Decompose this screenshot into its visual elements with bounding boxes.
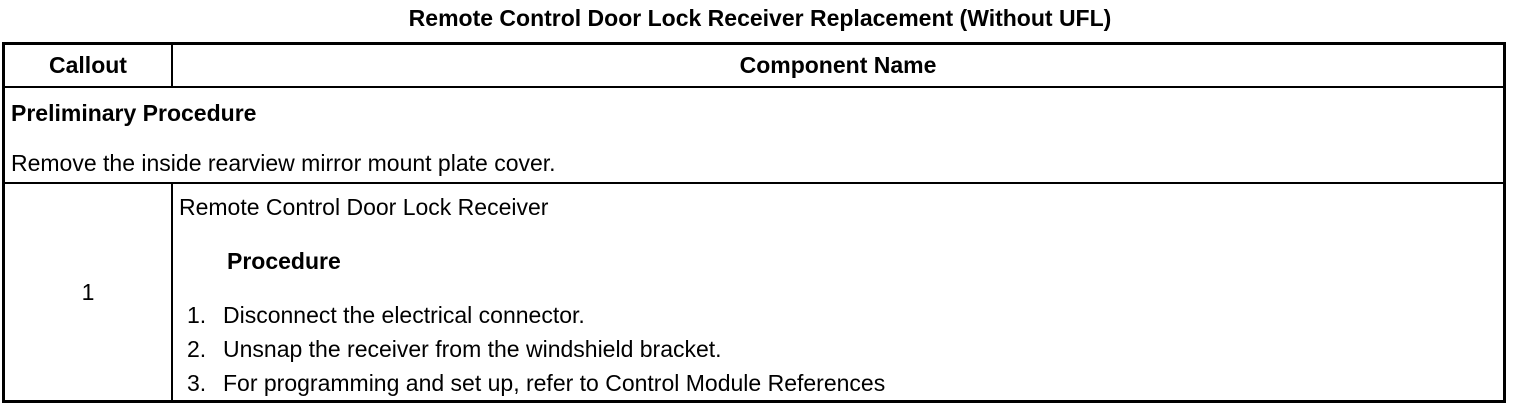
table-header-row: Callout Component Name xyxy=(2,42,1506,88)
header-component-name: Component Name xyxy=(171,42,1506,88)
step-text: Disconnect the electrical connector. xyxy=(223,302,585,328)
table-row: 1 Remote Control Door Lock Receiver Proc… xyxy=(2,182,1506,403)
procedure-step: 2. Unsnap the receiver from the windshie… xyxy=(187,332,1497,366)
header-callout: Callout xyxy=(2,42,173,88)
procedure-step: 1. Disconnect the electrical connector. xyxy=(187,298,1497,332)
callout-component-table: Callout Component Name Preliminary Proce… xyxy=(2,42,1506,403)
callout-cell: 1 xyxy=(2,182,173,403)
component-name: Remote Control Door Lock Receiver xyxy=(179,194,549,220)
step-number: 2. xyxy=(187,336,207,362)
preliminary-procedure-cell: Preliminary Procedure Remove the inside … xyxy=(2,86,1506,184)
preliminary-procedure-row: Preliminary Procedure Remove the inside … xyxy=(2,86,1506,184)
procedure-step: 3. For programming and set up, refer to … xyxy=(187,366,1497,400)
component-cell: Remote Control Door Lock Receiver Proced… xyxy=(171,182,1506,403)
callout-number: 1 xyxy=(81,278,95,305)
step-text: For programming and set up, refer to Con… xyxy=(223,370,886,396)
page-title: Remote Control Door Lock Receiver Replac… xyxy=(408,5,1112,31)
step-number: 3. xyxy=(187,370,207,396)
step-text: Unsnap the receiver from the windshield … xyxy=(223,336,722,362)
step-number: 1. xyxy=(187,302,207,328)
procedure-steps: 1. Disconnect the electrical connector. … xyxy=(179,298,1497,400)
preliminary-procedure-text: Remove the inside rearview mirror mount … xyxy=(11,150,556,176)
procedure-heading: Procedure xyxy=(227,248,341,274)
preliminary-procedure-heading: Preliminary Procedure xyxy=(11,100,257,126)
